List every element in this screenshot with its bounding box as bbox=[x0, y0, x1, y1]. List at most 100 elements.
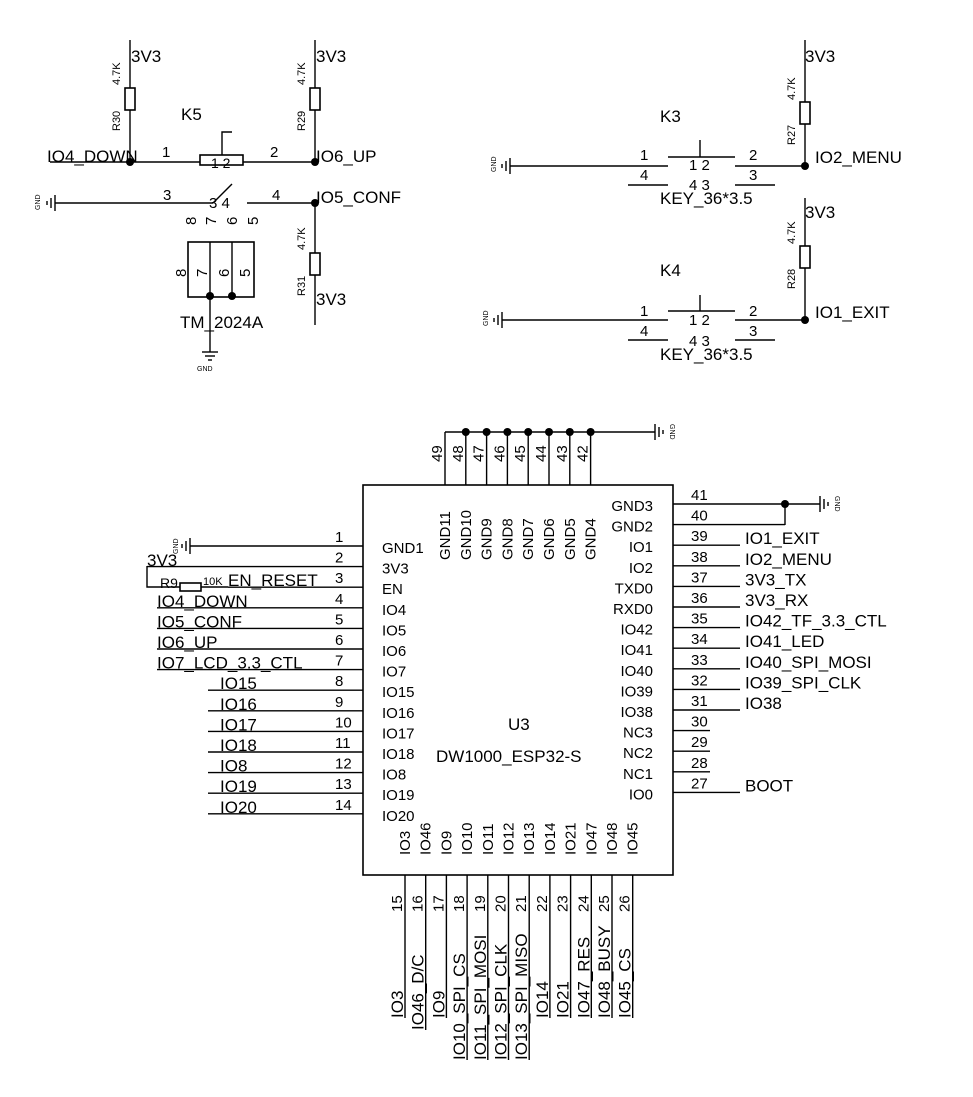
svg-text:7: 7 bbox=[194, 269, 211, 277]
k5-pin5-label: 5 bbox=[245, 217, 262, 225]
pin-number: 9 bbox=[335, 694, 343, 711]
pin-name: 3V3 bbox=[382, 561, 409, 578]
r31-ref: R31 bbox=[296, 276, 308, 296]
pin-name: IO10 bbox=[459, 822, 476, 855]
k5-inner-34: 3 4 bbox=[209, 195, 230, 212]
k4-footprint: KEY_36*3.5 bbox=[660, 345, 753, 364]
k5-pin3: 3 bbox=[163, 187, 171, 204]
pin-number: 49 bbox=[429, 445, 446, 462]
svg-text:GND: GND bbox=[35, 194, 42, 210]
pin-number: 48 bbox=[450, 445, 467, 462]
pin-name: IO3 bbox=[397, 831, 414, 855]
r31-value: 4.7K bbox=[296, 227, 308, 250]
net-label: IO13_SPI_MISO bbox=[512, 933, 531, 1060]
net-io6-up-k5: IO6_UP bbox=[316, 147, 376, 166]
net-io1-exit-k4: IO1_EXIT bbox=[815, 303, 890, 322]
net-io2-menu-k3: IO2_MENU bbox=[815, 148, 902, 167]
svg-text:4.7K: 4.7K bbox=[786, 221, 798, 244]
pin-number: 35 bbox=[691, 611, 708, 628]
pin-number: 10 bbox=[335, 714, 352, 731]
pin-name: IO12 bbox=[501, 822, 518, 855]
u3-vcc-label: 3V3 bbox=[147, 551, 177, 570]
k5-model: TM_2024A bbox=[180, 313, 264, 332]
gnd-icon: GND bbox=[819, 496, 840, 512]
pin-number: 16 bbox=[410, 895, 427, 912]
pin-name: IO11 bbox=[480, 824, 497, 855]
pin-name: IO8 bbox=[382, 767, 406, 784]
pin-name: IO4 bbox=[382, 602, 406, 619]
r9-value: 10K bbox=[203, 576, 223, 588]
net-label: IO11_SPI_MOSI bbox=[471, 935, 490, 1060]
pin-name: IO7 bbox=[382, 664, 406, 681]
pin-number: 4 bbox=[335, 591, 343, 608]
pin-number: 26 bbox=[617, 895, 634, 912]
pin-number: 23 bbox=[555, 895, 572, 912]
pin-name: IO42 bbox=[620, 622, 653, 639]
pin-name: IO13 bbox=[521, 822, 538, 855]
net-label: IO41_LED bbox=[745, 632, 824, 651]
pin-number: 44 bbox=[533, 445, 550, 462]
net-label: IO48_BUSY bbox=[595, 925, 614, 1018]
net-label: IO16 bbox=[220, 695, 257, 714]
pin-name: IO15 bbox=[382, 684, 415, 701]
k5-pin8-label: 8 bbox=[183, 217, 200, 225]
pin-name: IO2 bbox=[629, 560, 653, 577]
pin-name: TXD0 bbox=[615, 580, 653, 597]
gnd-icon: GND bbox=[35, 194, 56, 211]
r31-vcc-label: 3V3 bbox=[316, 290, 346, 309]
pin-name: IO46 bbox=[418, 822, 435, 855]
r31-resistor bbox=[309, 252, 321, 276]
r28-resistor bbox=[799, 245, 811, 269]
net-label: 3V3_TX bbox=[745, 570, 806, 589]
net-label: IO47_RES bbox=[574, 937, 593, 1018]
pin-name: NC1 bbox=[623, 766, 653, 783]
pin-number: 34 bbox=[691, 631, 708, 648]
pin-name: GND3 bbox=[611, 498, 653, 515]
pin-number: 5 bbox=[335, 611, 343, 628]
svg-text:GND: GND bbox=[173, 538, 180, 554]
pin-number: 29 bbox=[691, 734, 708, 751]
pin-number: 31 bbox=[691, 693, 708, 710]
svg-text:GND: GND bbox=[668, 424, 675, 440]
r30-vcc-label: 3V3 bbox=[131, 47, 161, 66]
net-label: IO8 bbox=[220, 757, 247, 776]
pin-number: 8 bbox=[335, 673, 343, 690]
pin-name: IO0 bbox=[629, 786, 653, 803]
k4-key-block: 3V3 4.7K R28 K4 1 2 1 2 4 3 4 3 KEY_36*3… bbox=[483, 198, 890, 364]
net-label: IO21 bbox=[554, 981, 573, 1018]
r30-value: 4.7K bbox=[111, 62, 123, 85]
pin-number: 17 bbox=[430, 895, 447, 912]
net-label: IO12_SPI_CLK bbox=[492, 943, 511, 1060]
k5-pin4: 4 bbox=[272, 187, 280, 204]
net-label: IO40_SPI_MOSI bbox=[745, 653, 872, 672]
pin-name: IO20 bbox=[382, 808, 415, 825]
svg-text:1: 1 bbox=[640, 147, 648, 164]
pin-number: 36 bbox=[691, 590, 708, 607]
pin-number: 20 bbox=[493, 895, 510, 912]
svg-text:6: 6 bbox=[216, 269, 233, 277]
k4-ref: K4 bbox=[660, 261, 681, 280]
pin-number: 37 bbox=[691, 569, 708, 586]
net-label: EN_RESET bbox=[228, 571, 318, 590]
svg-text:GND: GND bbox=[197, 366, 213, 373]
pin-name: IO9 bbox=[438, 831, 455, 855]
pin-name: IO1 bbox=[629, 539, 653, 556]
net-io4-down-k5: IO4_DOWN bbox=[47, 147, 138, 166]
pin-number: 47 bbox=[471, 445, 488, 462]
pin-name: RXD0 bbox=[613, 601, 653, 618]
pin-number: 18 bbox=[451, 895, 468, 912]
net-label: IO42_TF_3.3_CTL bbox=[745, 612, 887, 631]
k3-ref: K3 bbox=[660, 107, 681, 126]
pin-number: 14 bbox=[335, 797, 352, 814]
r29-value: 4.7K bbox=[296, 62, 308, 85]
